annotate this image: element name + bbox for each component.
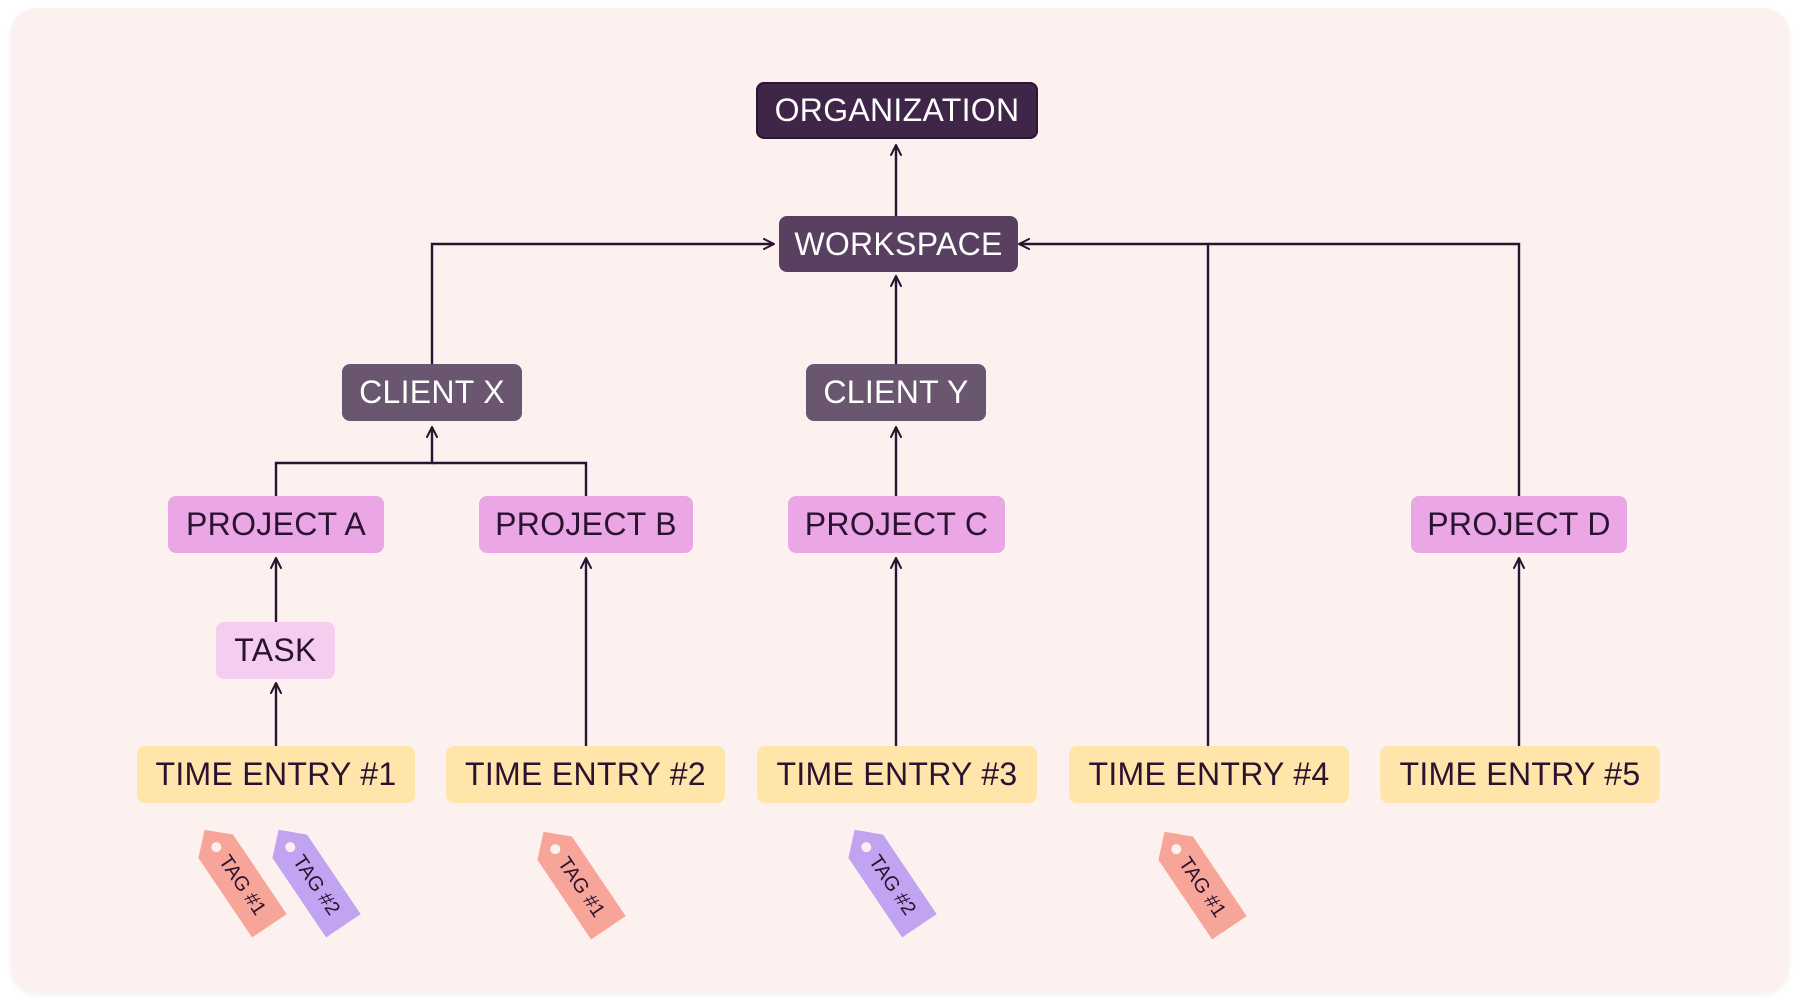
time-entry-2-node: TIME ENTRY #2 <box>446 746 725 803</box>
task-node: TASK <box>216 622 335 679</box>
client-y-node: CLIENT Y <box>806 364 986 421</box>
diagram-canvas: ORGANIZATION WORKSPACE CLIENT X CLIENT Y… <box>11 8 1789 993</box>
edge-timeentry4-workspace <box>1018 238 1210 748</box>
workspace-node: WORKSPACE <box>779 216 1018 272</box>
edge-projecta-clientx <box>274 426 438 498</box>
project-c-node: PROJECT C <box>788 496 1005 553</box>
edge-clientx-workspace <box>430 238 775 367</box>
edge-projectb-clientx <box>432 461 588 498</box>
organization-node: ORGANIZATION <box>756 82 1038 139</box>
project-a-node: PROJECT A <box>168 496 384 553</box>
time-entry-5-node: TIME ENTRY #5 <box>1380 746 1660 803</box>
edge-projectd-workspace <box>1208 242 1521 498</box>
time-entry-3-node: TIME ENTRY #3 <box>757 746 1037 803</box>
time-entry-1-node: TIME ENTRY #1 <box>137 746 415 803</box>
client-x-node: CLIENT X <box>342 364 522 421</box>
project-d-node: PROJECT D <box>1411 496 1627 553</box>
time-entry-4-node: TIME ENTRY #4 <box>1069 746 1349 803</box>
connector-lines <box>270 144 1525 748</box>
project-b-node: PROJECT B <box>479 496 693 553</box>
